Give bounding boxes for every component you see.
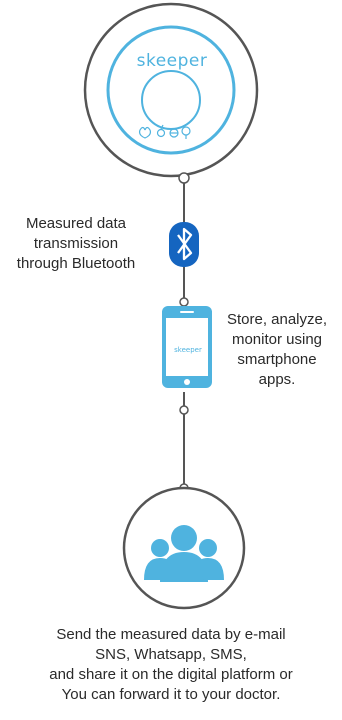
bluetooth-icon [169, 222, 199, 267]
caption-line: Send the measured data by e-mail [56, 626, 286, 643]
caption-line: smartphone [237, 351, 317, 368]
bluetooth-caption: Measured data transmission through Bluet… [0, 214, 152, 274]
connector-node [179, 297, 189, 307]
caption-line: through Bluetooth [16, 255, 136, 272]
caption-line: transmission [33, 235, 119, 252]
share-caption: Send the measured data by e-mail SNS, Wh… [0, 625, 342, 705]
connector-node [179, 405, 189, 415]
caption-line: monitor using [231, 331, 323, 348]
caption-line: apps. [258, 371, 296, 388]
caption-line: Measured data [25, 215, 127, 232]
caption-line: You can forward it to your doctor. [61, 686, 281, 703]
caption-line: SNS, Whatsapp, SMS, [95, 646, 247, 663]
caption-line: Store, analyze, [226, 311, 328, 328]
caption-line: and share it on the digital platform or [49, 666, 293, 683]
people-icon [122, 486, 246, 610]
connector-node [178, 172, 190, 184]
phone-brand-label: skeeper [174, 346, 202, 354]
smartphone-icon [162, 306, 212, 388]
phone-caption: Store, analyze, monitor using smartphone… [212, 310, 342, 390]
device-icon [83, 2, 259, 178]
device-brand-label: skeeper [136, 51, 208, 71]
